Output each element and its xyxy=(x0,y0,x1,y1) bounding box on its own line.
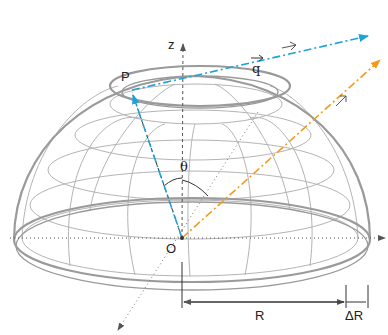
point-label: P xyxy=(121,70,130,83)
vector-label: q xyxy=(252,62,260,75)
origin-label: O xyxy=(166,242,176,255)
angle-label: θ xyxy=(180,160,188,173)
axis-label: z xyxy=(168,38,175,51)
dimension-label: ΔR xyxy=(345,309,363,322)
dimension-label: R xyxy=(255,309,264,322)
